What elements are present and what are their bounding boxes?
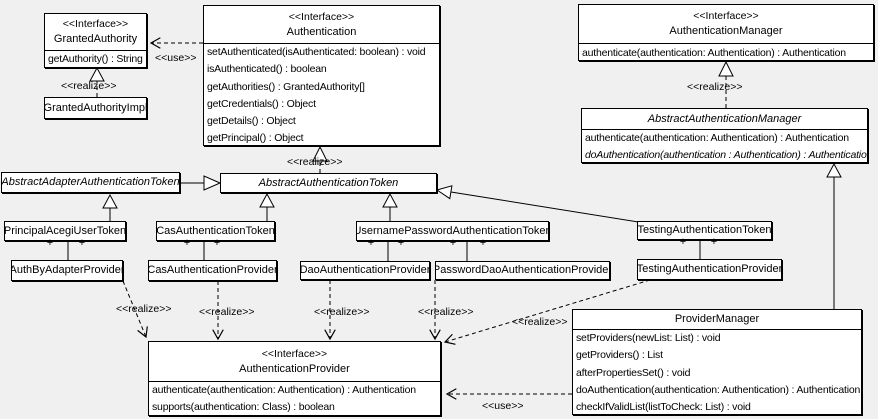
use-label: <<use>> xyxy=(482,400,524,412)
class-authentication: <<Interface>> Authentication setAuthenti… xyxy=(203,5,440,146)
generalization-triangle-icon xyxy=(259,192,275,208)
class-cas-authentication-token: CasAuthenticationToken xyxy=(156,221,275,241)
method-label: getDetails() : Object xyxy=(207,115,296,128)
class-dao-authentication-provider: DaoAuthenticationProvider xyxy=(300,261,430,280)
association-plus-label: + xyxy=(710,236,718,248)
realize-triangle-icon xyxy=(89,66,105,82)
association-plus-label: + xyxy=(479,237,487,249)
generalization-triangle-icon xyxy=(203,175,222,191)
class-abstract-adapter-authentication-token: AbstractAdapterAuthenticationToken xyxy=(1,172,180,193)
method-label: afterPropertiesSet() : void xyxy=(576,366,691,379)
generalization-triangle-icon xyxy=(826,162,842,178)
use-label: <<use>> xyxy=(155,52,197,64)
method-label: getAuthority() : String xyxy=(48,53,143,65)
generalization-triangle-icon xyxy=(435,185,453,200)
method-label: getPrincipal() : Object xyxy=(207,132,304,145)
method-label: checkIfValidList(listToCheck: List) : vo… xyxy=(576,401,751,414)
class-name: AbstractAuthenticationManager xyxy=(647,112,802,125)
stereotype-label: <<Interface>> xyxy=(693,10,759,22)
class-cas-authentication-provider: CasAuthenticationProvider xyxy=(148,260,277,281)
realize-edge-testingauthenticationprovider xyxy=(443,279,651,345)
realize-label: <<realize>> xyxy=(512,316,568,328)
class-name: CasAuthenticationToken xyxy=(156,224,275,237)
realize-triangle-icon xyxy=(312,145,328,162)
method-label: getAuthorities() : GrantedAuthority[] xyxy=(207,80,365,93)
class-granted-authority: <<Interface>> GrantedAuthority getAuthor… xyxy=(44,13,147,68)
class-name: AuthenticationProvider xyxy=(239,362,350,375)
realize-label: <<realize>> xyxy=(116,303,172,315)
association-plus-label: + xyxy=(397,237,405,249)
association-plus-label: + xyxy=(46,237,54,249)
method-label: getProviders() : List xyxy=(576,349,663,362)
class-name: AuthByAdapterProvider xyxy=(11,264,123,276)
class-name: TestingAuthenticationProvider xyxy=(637,263,782,275)
method-label: getCredentials() : Object xyxy=(207,97,316,110)
class-name: ProviderManager xyxy=(674,313,760,325)
class-name: PrincipalAcegiUserToken xyxy=(4,224,126,237)
method-label: supports(authentication: Class) : boolea… xyxy=(152,401,335,414)
class-granted-authority-impl: GrantedAuthorityImpl xyxy=(44,97,147,119)
realize-label: <<realize>> xyxy=(199,306,255,318)
class-testing-authentication-token: TestingAuthenticationToken xyxy=(637,221,772,240)
class-name: GrantedAuthority xyxy=(53,33,138,45)
method-label: doAuthentication(authentication : Authen… xyxy=(585,149,868,161)
class-abstract-authentication-manager: AbstractAuthenticationManager authentica… xyxy=(581,108,868,163)
class-name: Authentication xyxy=(286,25,357,38)
class-authentication-manager: <<Interface>> AuthenticationManager auth… xyxy=(578,4,874,61)
class-username-password-authentication-token: UsernamePasswordAuthenticationToken xyxy=(356,221,549,241)
association-plus-label: + xyxy=(679,236,687,248)
method-label: authenticate(authentication: Authenticat… xyxy=(585,132,849,144)
class-authentication-provider: <<Interface>> AuthenticationProvider aut… xyxy=(148,341,441,416)
class-name: PasswordDaoAuthenticationProvider xyxy=(435,264,610,276)
method-label: authenticate(authentication: Authenticat… xyxy=(152,384,416,396)
method-label: authenticate(authentication: Authenticat… xyxy=(582,47,846,59)
method-label: doAuthentication(authentication: Authent… xyxy=(576,383,861,396)
stereotype-label: <<Interface>> xyxy=(62,18,129,30)
method-label: setAuthenticated(isAuthenticated: boolea… xyxy=(207,46,426,58)
generalization-triangle-icon xyxy=(382,192,398,208)
class-password-dao-authentication-provider: PasswordDaoAuthenticationProvider xyxy=(435,261,610,280)
class-name: AbstractAdapterAuthenticationToken xyxy=(1,176,180,188)
generalization-edge-testingauthenticationtoken xyxy=(450,191,639,223)
class-provider-manager: ProviderManager setProviders(newList: Li… xyxy=(572,309,862,415)
class-auth-by-adapter-provider: AuthByAdapterProvider xyxy=(11,260,123,281)
class-name: UsernamePasswordAuthenticationToken xyxy=(356,224,549,237)
association-plus-label: + xyxy=(213,237,221,249)
realize-triangle-icon xyxy=(718,60,734,77)
class-name: DaoAuthenticationProvider xyxy=(300,264,430,276)
stereotype-label: <<Interface>> xyxy=(261,347,328,360)
class-name: AbstractAuthenticationToken xyxy=(258,176,399,189)
stereotype-label: <<Interface>> xyxy=(288,10,355,23)
realize-label: <<realize>> xyxy=(687,81,743,93)
method-label: setProviders(newList: List) : void xyxy=(576,332,721,344)
method-label: isAuthenticated() : boolean xyxy=(207,63,327,76)
association-plus-label: + xyxy=(183,237,191,249)
class-name: TestingAuthenticationToken xyxy=(637,224,772,236)
realize-label: <<realize>> xyxy=(418,306,474,318)
realize-label: <<realize>> xyxy=(314,306,370,318)
class-testing-authentication-provider: TestingAuthenticationProvider xyxy=(637,259,782,280)
class-name: AuthenticationManager xyxy=(669,25,783,37)
class-name: CasAuthenticationProvider xyxy=(148,264,277,276)
class-abstract-authentication-token: AbstractAuthenticationToken xyxy=(220,173,437,193)
realize-label: <<realize>> xyxy=(287,156,343,168)
realize-edge-authbyadapterprovider xyxy=(122,280,148,339)
association-plus-label: + xyxy=(78,237,86,249)
association-plus-label: + xyxy=(367,237,375,249)
generalization-triangle-icon xyxy=(102,193,118,209)
class-principal-acegi-user-token: PrincipalAcegiUserToken xyxy=(4,221,126,241)
realize-label: <<realize>> xyxy=(61,80,117,92)
association-plus-label: + xyxy=(449,237,457,249)
class-name: GrantedAuthorityImpl xyxy=(44,101,147,114)
